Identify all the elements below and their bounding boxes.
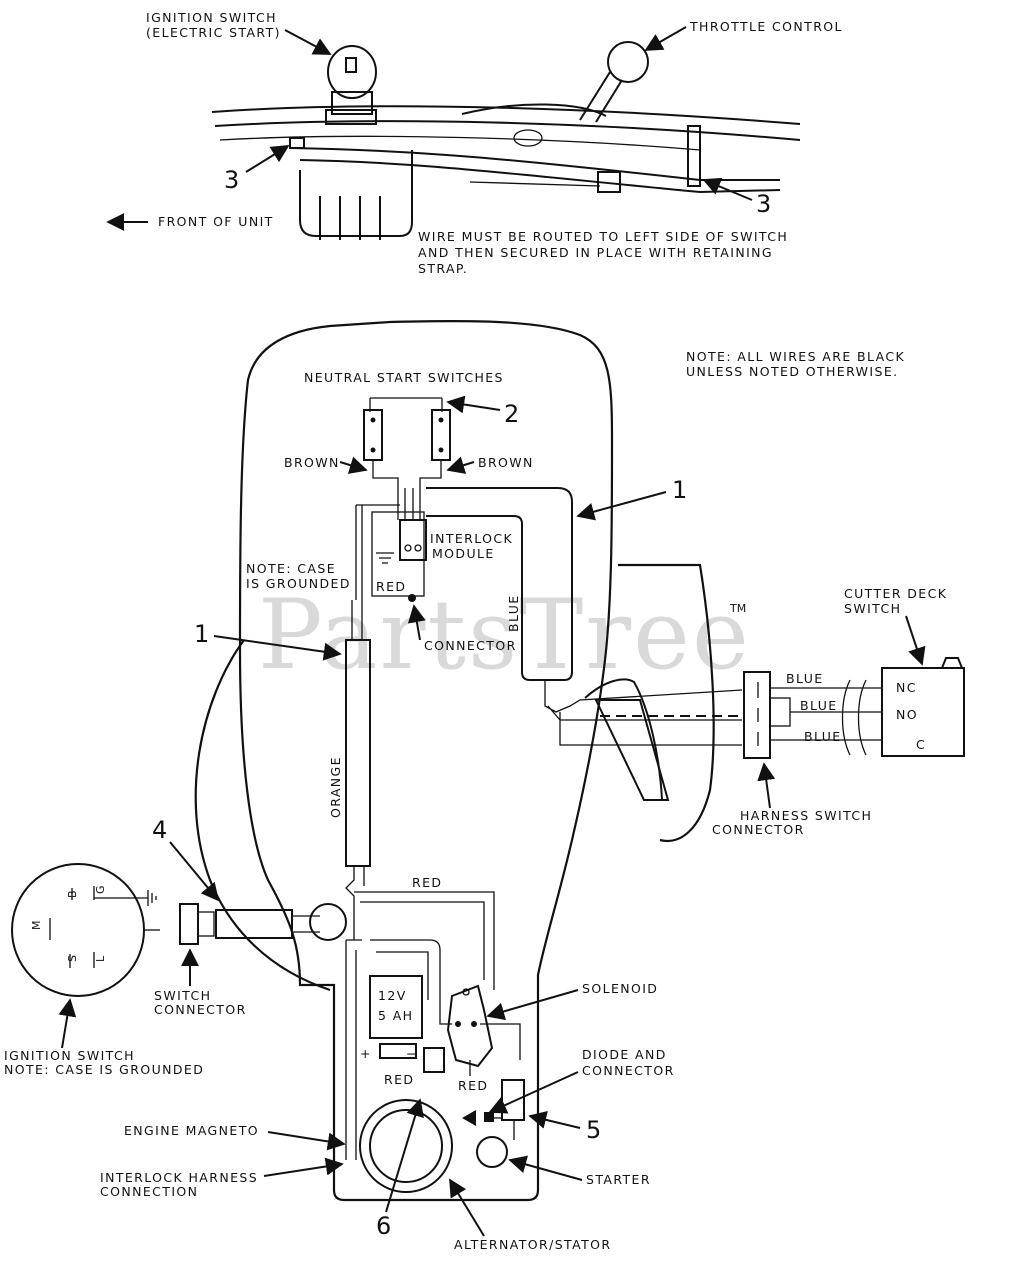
terminal-s-label: S [66, 955, 79, 962]
callout-3-right: 3 [756, 190, 771, 218]
top-detail-drawing [211, 41, 801, 240]
blue-wire-label-3: BLUE [804, 729, 842, 744]
terminal-l-label: L [94, 955, 107, 962]
cutter-deck-switch-label: CUTTER DECK [844, 586, 947, 601]
terminal-c-label: C [916, 737, 926, 752]
ignition-switch-main-note: NOTE: CASE IS GROUNDED [4, 1062, 204, 1077]
ground-symbol [94, 890, 157, 906]
terminal-g-label: G [94, 885, 107, 894]
terminal-nc-label: NC [896, 680, 917, 695]
blue-wire-vertical-label: BLUE [506, 594, 521, 632]
blue-wire-label-2: BLUE [800, 698, 838, 713]
brown-wire-right-label: BROWN [478, 455, 534, 470]
orange-wire-label: ORANGE [328, 756, 343, 818]
connector-label: CONNECTOR [424, 638, 517, 653]
callout-5: 5 [586, 1116, 601, 1144]
callout-2: 2 [504, 400, 519, 428]
alternator-stator [359, 1099, 453, 1193]
neutral-start-switches-label: NEUTRAL START SWITCHES [304, 370, 504, 385]
cutter-deck-switch-sublabel: SWITCH [844, 601, 901, 616]
routing-note-line1: WIRE MUST BE ROUTED TO LEFT SIDE OF SWIT… [418, 229, 788, 244]
interlock-harness-label: INTERLOCK HARNESS [100, 1170, 258, 1185]
battery-plus-label: + [360, 1046, 372, 1061]
battery-capacity-label: 5 AH [378, 1008, 413, 1023]
case-grounded-note-line2: IS GROUNDED [246, 576, 351, 591]
callout-1-right: 1 [672, 476, 687, 504]
routing-note-line3: STRAP. [418, 261, 468, 276]
connector-dot [408, 594, 416, 602]
diode-symbol [462, 1110, 476, 1126]
battery-minus-label: − [406, 1046, 418, 1061]
tractor-body-outline [238, 319, 614, 1202]
callout-4: 4 [152, 816, 167, 844]
red-wire-module-label: RED [376, 579, 406, 594]
starter [476, 1136, 508, 1168]
switch-connector [179, 903, 199, 945]
routing-note-line2: AND THEN SECURED IN PLACE WITH RETAINING [418, 245, 773, 260]
red-wire-right-label: RED [458, 1078, 488, 1093]
diode-connector [501, 1079, 525, 1121]
orange-harness-conduit [345, 639, 371, 867]
left-fender-outline [194, 639, 331, 992]
callout-3-left: 3 [224, 166, 239, 194]
battery-voltage-label: 12V [378, 988, 407, 1003]
terminal-no-label: NO [896, 707, 918, 722]
ignition-key-icon [327, 45, 377, 99]
switch-connector-sublabel: CONNECTOR [154, 1002, 247, 1017]
ignition-switch-top-label: IGNITION SWITCH [146, 10, 277, 25]
harness-switch-connector-sublabel: CONNECTOR [712, 822, 805, 837]
red-wire-left-label: RED [384, 1072, 414, 1087]
case-grounded-note-line1: NOTE: CASE [246, 561, 336, 576]
callout-1-left: 1 [194, 620, 209, 648]
blue-harness-conduit [426, 487, 573, 681]
ignition-switch-top-sublabel: (ELECTRIC START) [146, 25, 281, 40]
solenoid [446, 984, 494, 1068]
throttle-control-label: THROTTLE CONTROL [689, 19, 843, 34]
watermark-tm: TM [729, 602, 746, 615]
throttle-knob-icon [607, 41, 649, 83]
battery [369, 975, 423, 1039]
diode-connector-label: DIODE AND [582, 1047, 667, 1062]
interlock-module-label: INTERLOCK [430, 531, 513, 546]
switch-connector-label: SWITCH [154, 988, 211, 1003]
front-of-unit-label: FRONT OF UNIT [158, 214, 274, 229]
interlock-module-sublabel: MODULE [432, 546, 495, 561]
starter-label: STARTER [586, 1172, 651, 1187]
interlock-module [399, 519, 427, 561]
brown-wire-left-label: BROWN [284, 455, 340, 470]
terminal-m-label: M [30, 921, 43, 931]
ignition-switch-main-label: IGNITION SWITCH [4, 1048, 135, 1063]
all-wires-black-note-line2: UNLESS NOTED OTHERWISE. [686, 364, 899, 379]
switch-harness-conduit [215, 909, 293, 939]
alternator-stator-label: ALTERNATOR/STATOR [454, 1237, 611, 1252]
engine-magneto-label: ENGINE MAGNETO [124, 1123, 259, 1138]
right-fender-outline [618, 563, 715, 842]
watermark: PartsTree [258, 579, 751, 691]
terminal-b-label: B [66, 890, 79, 898]
all-wires-black-note-line1: NOTE: ALL WIRES ARE BLACK [686, 349, 905, 364]
red-wire-top-label: RED [412, 875, 442, 890]
harness-switch-connector-label: HARNESS SWITCH [740, 808, 872, 823]
interlock-harness-sublabel: CONNECTION [100, 1184, 198, 1199]
callout-6: 6 [376, 1212, 391, 1240]
blue-wire-label-1: BLUE [786, 671, 824, 686]
diode-connector-sublabel: CONNECTOR [582, 1063, 675, 1078]
solenoid-label: SOLENOID [582, 981, 658, 996]
